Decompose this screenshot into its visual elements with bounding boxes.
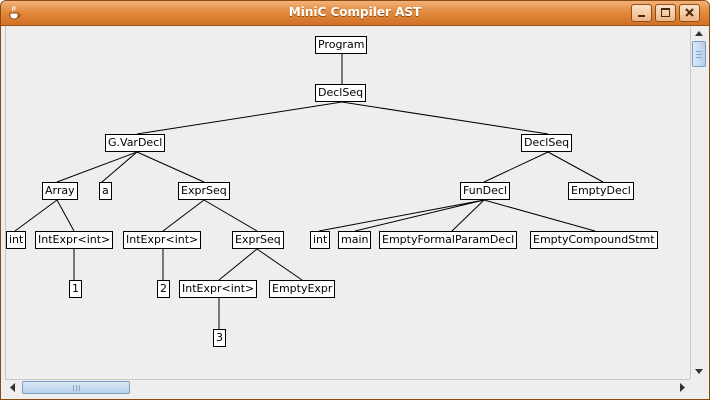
tree-node-emptyformalparamdecl[interactable]: EmptyFormalParamDecl — [379, 231, 518, 249]
edge-exprseq-exprseq — [203, 199, 258, 232]
edge-declseq-declseq — [341, 101, 549, 135]
edge-array-int — [14, 199, 58, 232]
tree-node-intexpr[interactable]: IntExpr<int> — [123, 231, 202, 249]
horizontal-scrollbar[interactable] — [5, 379, 690, 395]
minimize-icon — [638, 15, 645, 17]
tree-node-emptycompoundstmt[interactable]: EmptyCompoundStmt — [530, 231, 658, 249]
edge-fundecl-emptyformal — [451, 199, 485, 232]
tree-node-int-literal[interactable]: 2 — [157, 280, 170, 298]
edge-gvardecl-a — [101, 151, 138, 183]
edge-declseq-gvardecl — [136, 101, 343, 135]
edge-declseq-fundecl — [483, 151, 549, 183]
tree-node-exprseq[interactable]: ExprSeq — [232, 231, 284, 249]
tree-node-emptyexpr[interactable]: EmptyExpr — [269, 280, 336, 298]
window-title: MiniC Compiler AST — [288, 5, 422, 19]
scroll-down-button[interactable] — [691, 364, 707, 379]
tree-node-int-literal[interactable]: 1 — [69, 280, 82, 298]
tree-edges — [14, 54, 604, 329]
scrollbar-corner — [690, 379, 707, 395]
edge-exprseq-intexpr3 — [218, 248, 258, 281]
tree-node-int-literal[interactable]: 3 — [213, 329, 226, 347]
tree-node-type-int[interactable]: int — [310, 231, 331, 249]
caret-left-icon — [10, 383, 15, 392]
edge-exprseq-intexpr — [162, 199, 205, 232]
caret-up-icon — [695, 31, 703, 36]
tree-node-gvardecl[interactable]: G.VarDecl — [105, 134, 166, 152]
grip-line — [696, 51, 702, 52]
tree-node-emptydecl[interactable]: EmptyDecl — [568, 182, 634, 200]
tree-node-intexpr[interactable]: IntExpr<int> — [179, 280, 258, 298]
tree-node-identifier[interactable]: main — [338, 231, 372, 249]
maximize-button[interactable] — [655, 4, 676, 22]
caret-right-icon — [680, 383, 685, 392]
edge-gvardecl-exprseq — [136, 151, 205, 183]
vertical-scroll-thumb[interactable] — [692, 41, 706, 67]
ast-canvas: Program DeclSeq G.VarDecl DeclSeq Array … — [5, 26, 690, 379]
edge-fundecl-int — [318, 199, 485, 232]
edge-fundecl-main — [354, 199, 485, 232]
grip-line — [696, 57, 702, 58]
close-button[interactable] — [679, 4, 700, 22]
tree-node-identifier[interactable]: a — [99, 182, 112, 200]
grip-line — [79, 385, 80, 391]
edge-declseq-emptydecl — [547, 151, 604, 183]
edge-array-intexpr — [56, 199, 75, 232]
grip-line — [73, 385, 74, 391]
edge-gvardecl-array — [56, 151, 138, 183]
tree-node-declseq[interactable]: DeclSeq — [315, 84, 367, 102]
tree-node-declseq[interactable]: DeclSeq — [521, 134, 573, 152]
tree-node-fundecl[interactable]: FunDecl — [460, 182, 511, 200]
vertical-scrollbar[interactable] — [690, 26, 707, 379]
title-bar[interactable]: MiniC Compiler AST — [1, 1, 709, 26]
tree-node-intexpr[interactable]: IntExpr<int> — [35, 231, 114, 249]
edge-exprseq-emptyexpr — [256, 248, 303, 281]
scroll-up-button[interactable] — [691, 26, 707, 41]
minimize-button[interactable] — [631, 4, 652, 22]
maximize-icon — [661, 8, 670, 17]
caret-down-icon — [695, 369, 703, 374]
tree-node-type-int[interactable]: int — [6, 231, 27, 249]
scroll-left-button[interactable] — [5, 380, 20, 395]
horizontal-scroll-thumb[interactable] — [22, 381, 130, 394]
java-coffee-cup-icon[interactable] — [7, 5, 23, 21]
tree-node-exprseq[interactable]: ExprSeq — [178, 182, 230, 200]
tree-node-program[interactable]: Program — [315, 36, 368, 54]
grip-line — [76, 385, 77, 391]
edge-fundecl-emptycompound — [483, 199, 596, 232]
tree-node-array[interactable]: Array — [42, 182, 78, 200]
scroll-right-button[interactable] — [675, 380, 690, 395]
close-icon — [685, 8, 694, 17]
grip-line — [696, 54, 702, 55]
